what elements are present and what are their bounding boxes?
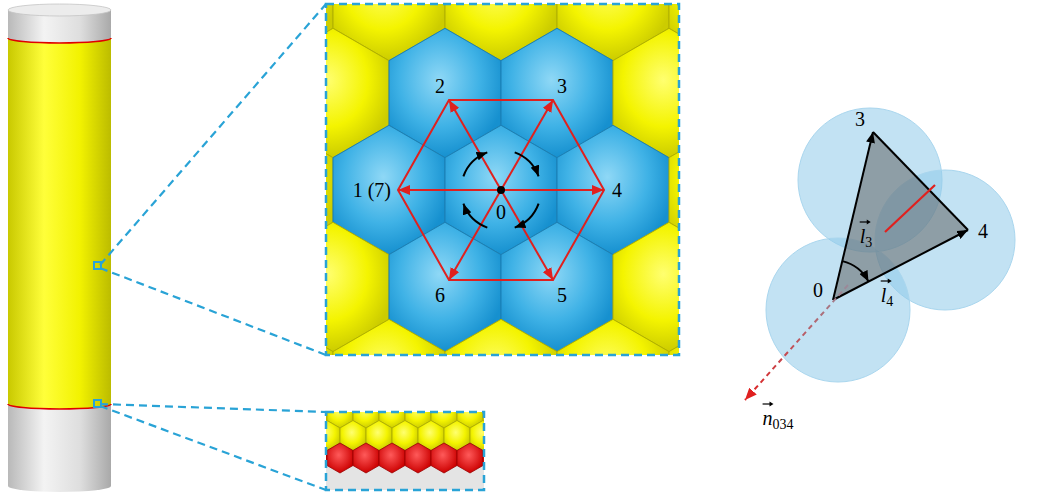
yellow-sphere-cell bbox=[326, 319, 333, 355]
rotation-arrow bbox=[515, 152, 539, 176]
rotation-arrow bbox=[515, 204, 539, 228]
callout-number: 3 bbox=[557, 76, 567, 96]
triangle-figure bbox=[745, 108, 1015, 400]
vector-subscript: 3 bbox=[865, 235, 872, 250]
callout-number: 2 bbox=[435, 76, 445, 96]
callout-number: 4 bbox=[612, 180, 622, 200]
red-boundary-cell bbox=[405, 443, 431, 473]
red-boundary-cell bbox=[431, 443, 457, 473]
zoom-box bbox=[326, 4, 679, 355]
vector-symbol: l bbox=[881, 285, 887, 305]
callout-number: 0 bbox=[813, 280, 823, 300]
zoom-marker bbox=[94, 400, 101, 407]
neighbour-vector bbox=[501, 190, 553, 280]
vector-subscript: 034 bbox=[773, 417, 794, 432]
vector-subscript: 4 bbox=[886, 294, 893, 309]
sphere-cells bbox=[326, 4, 679, 355]
neighbour-vector bbox=[449, 190, 501, 280]
vector-label: l4 bbox=[881, 285, 894, 309]
callout-number: 1 (7) bbox=[353, 180, 391, 200]
edge-vector bbox=[833, 230, 968, 300]
yellow-sphere-cell bbox=[333, 319, 445, 355]
zoom-leader bbox=[100, 406, 326, 490]
red-boundary-cell bbox=[353, 443, 379, 473]
edge-vector bbox=[833, 132, 873, 300]
red-boundary-cell bbox=[327, 443, 353, 473]
boundary-layer-view bbox=[326, 412, 484, 490]
rotation-arrow bbox=[463, 152, 487, 176]
neighbour-hexagon bbox=[398, 100, 604, 280]
vector-symbol: l bbox=[860, 226, 866, 246]
red-boundary-line bbox=[8, 38, 111, 43]
vector-symbol: n bbox=[763, 408, 773, 428]
rotation-arrow bbox=[463, 204, 487, 228]
yellow-sphere-cell bbox=[557, 319, 669, 355]
vector-label: l3 bbox=[860, 226, 873, 250]
rotation-arrow bbox=[842, 261, 868, 282]
callout-number: 3 bbox=[855, 109, 865, 129]
cylinder-top bbox=[8, 4, 111, 16]
vector-letter: l bbox=[860, 225, 866, 247]
normal-vector bbox=[745, 285, 848, 400]
yellow-layer-band bbox=[8, 38, 111, 409]
vector-letter: n bbox=[763, 407, 773, 429]
zoom-box bbox=[326, 412, 484, 490]
vector-arrow-head bbox=[770, 402, 774, 407]
substrate bbox=[326, 412, 484, 490]
vector-arrow bbox=[880, 276, 892, 284]
neighbour-vector bbox=[449, 100, 501, 190]
vector-arrow bbox=[859, 217, 871, 225]
zoom-leaders bbox=[100, 4, 326, 490]
yellow-sphere-cell bbox=[669, 319, 679, 355]
normal-line bbox=[885, 185, 935, 232]
vector-label: n034 bbox=[763, 408, 794, 432]
triangle-face bbox=[833, 132, 968, 300]
boundary-cells bbox=[326, 412, 484, 473]
triangle-edge bbox=[873, 132, 968, 230]
neighbour-vectors bbox=[398, 100, 604, 280]
vector-arrow-head bbox=[888, 279, 892, 284]
zoom-leader bbox=[100, 268, 326, 355]
vector-arrow-head bbox=[867, 220, 871, 225]
cylinder bbox=[8, 4, 111, 492]
neighbour-vector bbox=[398, 189, 501, 191]
callout-number: 4 bbox=[978, 221, 988, 241]
callout-number: 6 bbox=[435, 285, 445, 305]
red-boundary-cell bbox=[379, 443, 405, 473]
vector-arrow bbox=[762, 399, 774, 407]
callout-number: 0 bbox=[496, 202, 506, 222]
zoom-leader bbox=[100, 4, 326, 265]
vector-letter: l bbox=[881, 284, 887, 306]
yellow-sphere-cell bbox=[445, 319, 557, 355]
zoom-leader bbox=[100, 404, 326, 412]
cylinder-body bbox=[8, 10, 111, 492]
zoom-marker bbox=[94, 262, 101, 269]
red-boundary-cell bbox=[457, 443, 483, 473]
neighbour-vector bbox=[501, 100, 553, 190]
packed-layer-view bbox=[326, 4, 679, 355]
neighbour-vector bbox=[501, 189, 604, 191]
callout-number: 5 bbox=[557, 285, 567, 305]
centre-dot bbox=[497, 186, 505, 194]
